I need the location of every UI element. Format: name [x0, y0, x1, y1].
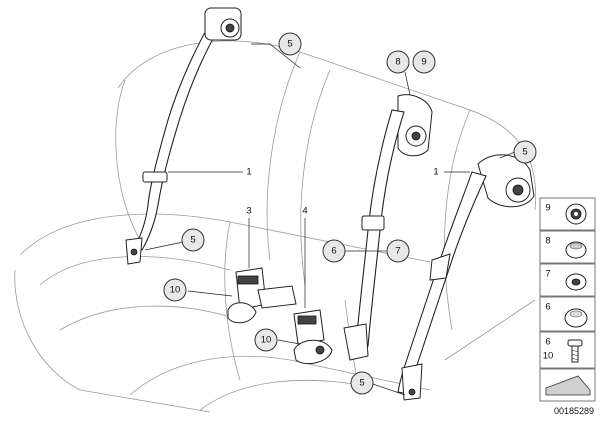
callout-6: 6	[322, 239, 346, 263]
buckle-assembly-left	[227, 267, 297, 324]
right-seat-belt	[397, 154, 535, 401]
bolt-icon	[567, 339, 583, 363]
callout-5-top: 5	[278, 32, 302, 56]
label-1-right: 1	[433, 167, 438, 178]
svg-text:10: 10	[261, 335, 272, 346]
callout-5-left: 5	[181, 228, 205, 252]
svg-text:6: 6	[545, 337, 550, 348]
legend-item-wedge	[539, 368, 596, 402]
leader-lines	[144, 43, 516, 396]
svg-text:9: 9	[545, 203, 550, 214]
legend-item-6-10: 6 10	[539, 331, 596, 369]
svg-text:5: 5	[287, 39, 292, 50]
wedge-icon	[545, 375, 591, 396]
callout-10-left: 10	[163, 278, 187, 302]
legend-item-7: 7	[539, 263, 596, 297]
svg-text:7: 7	[395, 246, 400, 257]
callout-7: 7	[386, 239, 410, 263]
reference-number: 00185289	[554, 406, 594, 416]
svg-text:6: 6	[545, 302, 550, 313]
svg-text:7: 7	[545, 269, 550, 280]
legend-item-9: 9	[539, 197, 596, 231]
svg-text:5: 5	[359, 378, 364, 389]
callout-8: 8	[386, 50, 410, 74]
callout-5-right: 5	[513, 140, 537, 164]
svg-text:5: 5	[522, 147, 527, 158]
center-seat-belt	[343, 94, 433, 361]
buckle-assembly-right	[293, 309, 333, 365]
legend-panel: 9 8 7 6 6 10	[539, 197, 596, 402]
label-4: 4	[302, 206, 307, 217]
legend-item-8: 8	[539, 230, 596, 264]
callout-9: 9	[412, 50, 436, 74]
left-seat-belt	[125, 7, 242, 265]
legend-item-6: 6	[539, 296, 596, 332]
svg-text:8: 8	[545, 236, 550, 247]
label-3: 3	[246, 206, 251, 217]
svg-text:6: 6	[331, 246, 336, 257]
label-1-left: 1	[246, 167, 251, 178]
svg-text:10: 10	[543, 351, 554, 362]
svg-text:5: 5	[190, 235, 195, 246]
svg-text:10: 10	[170, 285, 181, 296]
svg-text:9: 9	[421, 57, 426, 68]
callout-5-bottom: 5	[350, 371, 374, 395]
svg-text:8: 8	[395, 57, 400, 68]
callout-10-mid: 10	[254, 328, 278, 352]
